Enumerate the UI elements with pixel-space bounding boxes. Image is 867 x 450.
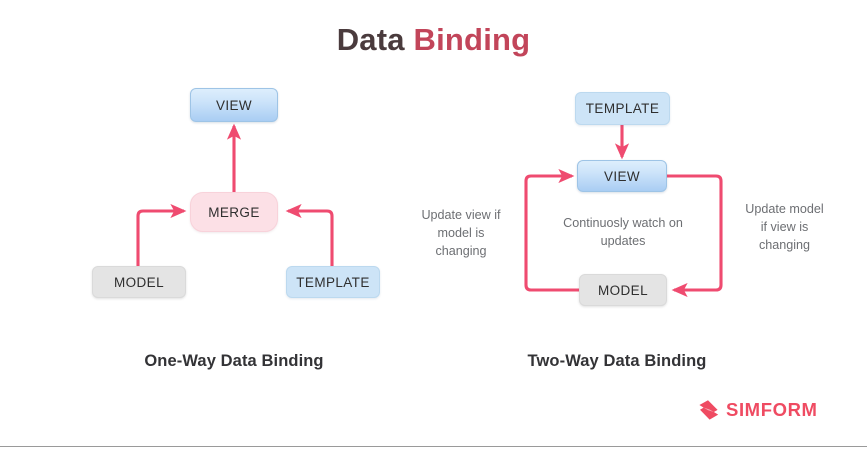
two-way-node-view-label: VIEW: [603, 168, 641, 184]
two-way-annotation-center-line-2: updates: [600, 234, 646, 248]
two-way-annotation-right-line-2: if view is: [760, 220, 809, 234]
two-way-annotation-left-line-1: Update view if: [421, 208, 501, 222]
two-way-node-model-label: MODEL: [597, 282, 648, 298]
simform-logo-icon: [699, 400, 719, 420]
two-way-annotation-right: Update model if view is changing: [727, 200, 842, 254]
two-way-annotation-center: Continuosly watch on updates: [537, 214, 709, 250]
two-way-annotation-right-line-3: changing: [758, 238, 811, 252]
two-way-annotation-right-line-1: Update model: [745, 202, 824, 216]
two-way-annotation-left: Update view if model is changing: [401, 206, 521, 260]
two-way-node-template-label: TEMPLATE: [585, 101, 660, 116]
bottom-divider: [0, 446, 867, 447]
brand-logo: SIMFORM: [697, 398, 818, 422]
two-way-annotation-left-line-3: changing: [435, 244, 487, 258]
two-way-node-view[interactable]: VIEW: [577, 160, 667, 192]
page-title: Data Binding: [0, 22, 867, 58]
two-way-node-template[interactable]: TEMPLATE: [575, 92, 670, 125]
one-way-node-template-label: TEMPLATE: [296, 274, 370, 290]
two-way-annotation-left-line-2: model is: [437, 226, 485, 240]
page-title-part-two: Binding: [413, 22, 531, 57]
two-way-caption: Two-Way Data Binding: [527, 352, 707, 370]
one-way-node-view-label: VIEW: [215, 97, 253, 113]
one-way-node-view[interactable]: VIEW: [190, 88, 278, 122]
one-way-caption: One-Way Data Binding: [144, 352, 324, 370]
page-title-part-one: Data: [336, 22, 414, 57]
one-way-node-template[interactable]: TEMPLATE: [286, 266, 380, 298]
brand-name: SIMFORM: [726, 399, 818, 420]
one-way-node-model-label: MODEL: [113, 274, 164, 290]
one-way-node-merge-label: MERGE: [208, 204, 260, 220]
one-way-node-merge[interactable]: MERGE: [190, 192, 278, 232]
two-way-node-model[interactable]: MODEL: [579, 274, 667, 306]
one-way-node-model[interactable]: MODEL: [92, 266, 186, 298]
two-way-annotation-center-line-1: Continuosly watch on: [563, 216, 683, 230]
